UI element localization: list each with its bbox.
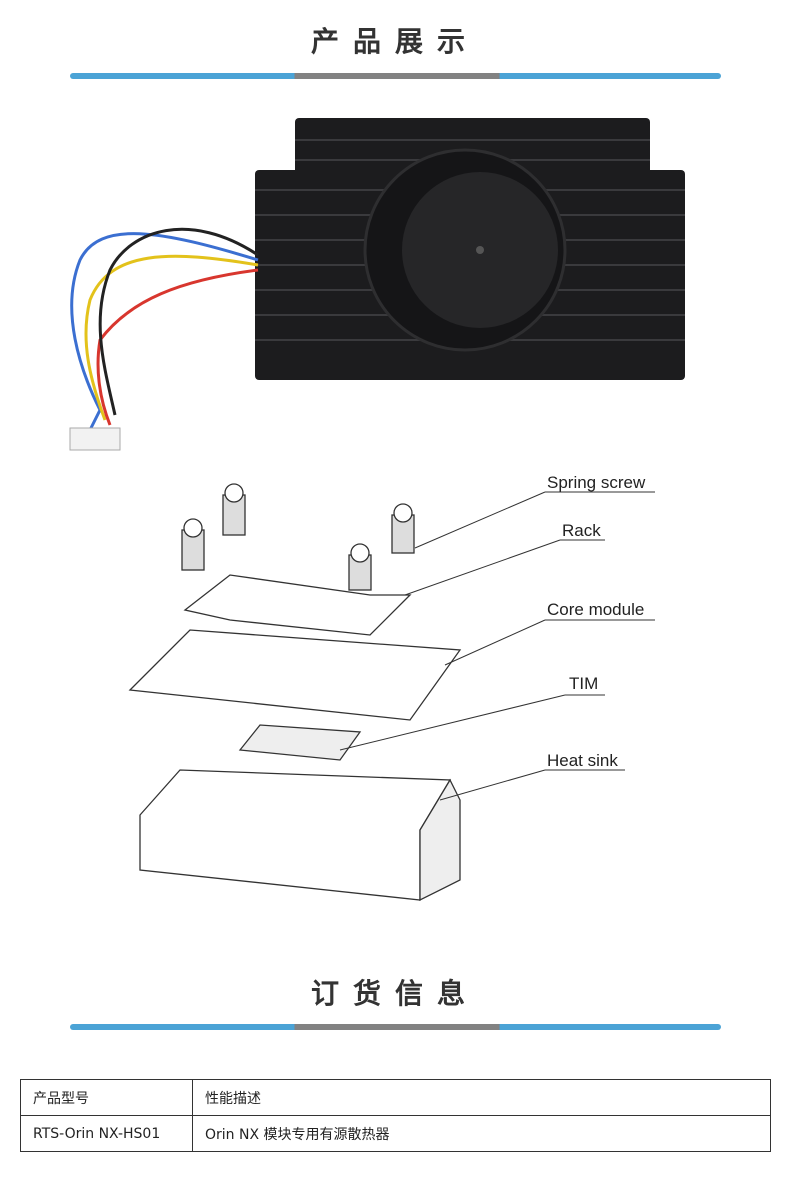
table-row: RTS-Orin NX-HS01 Orin NX 模块专用有源散热器 [20,1115,771,1152]
connector [69,427,121,451]
title-divider [70,73,721,79]
order-table: 产品型号 性能描述 RTS-Orin NX-HS01 Orin NX 模块专用有… [20,1079,771,1152]
table-header-row: 产品型号 性能描述 [20,1079,771,1116]
spring-screw-icon [181,518,205,571]
header-description: 性能描述 [192,1079,771,1116]
tim [238,724,362,761]
section-title-order: 订货信息 [310,977,479,1010]
cell-description: Orin NX 模块专用有源散热器 [192,1115,771,1152]
rack [183,574,412,636]
label-spring-screw: Spring screw [547,473,646,492]
title-divider [70,1024,721,1030]
label-core-module: Core module [547,600,645,619]
section-title-product: 产品展示 [310,25,479,58]
label-heat-sink: Heat sink [547,751,618,770]
cell-model: RTS-Orin NX-HS01 [20,1115,193,1152]
label-tim: TIM [569,674,599,693]
label-rack: Rack [562,521,601,540]
heat-sink [139,769,452,901]
core-module [128,629,462,721]
exploded-diagram [128,483,655,902]
header-model: 产品型号 [20,1079,193,1116]
heatsink-fan-photo [69,118,685,451]
